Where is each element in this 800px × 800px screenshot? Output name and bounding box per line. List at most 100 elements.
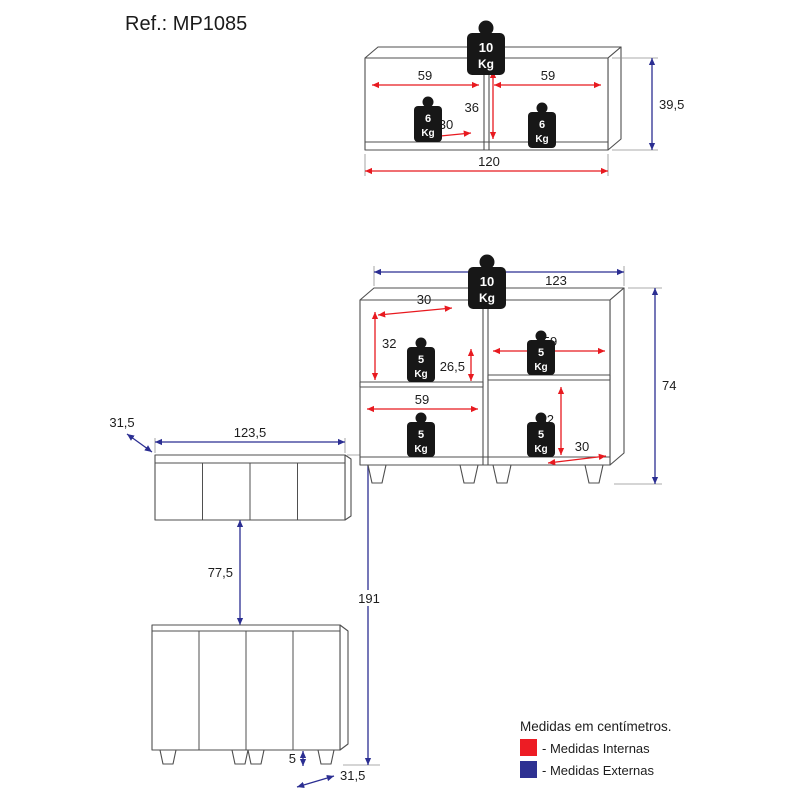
weight-unit: Kg xyxy=(534,362,547,373)
external-measure-swatch xyxy=(520,761,537,778)
weight-6kg-icon: 6 Kg xyxy=(528,102,556,148)
wall-unit-side-strip xyxy=(344,454,352,521)
base-cabinet-shelf-left xyxy=(359,381,484,388)
legend-internal-label: - Medidas Internas xyxy=(542,741,650,756)
dim-top-depth: 30 xyxy=(377,292,453,318)
dim-total-inner-width: 120 xyxy=(364,154,609,176)
weight-unit: Kg xyxy=(535,134,548,145)
weight-knob xyxy=(535,330,547,342)
dim-arrow xyxy=(377,305,453,318)
dim-label: 59 xyxy=(418,68,432,83)
weight-value: 5 xyxy=(538,347,544,359)
weight-body xyxy=(407,347,435,382)
elevation-views: 123,5 31,5 77,5 5 31,5 xyxy=(109,415,365,789)
dim-label: 59 xyxy=(541,68,555,83)
weight-knob xyxy=(415,337,427,349)
legend: Medidas em centímetros. - Medidas Intern… xyxy=(520,719,672,778)
dim-label: 191 xyxy=(358,591,380,606)
legend-external-label: - Medidas Externas xyxy=(542,763,654,778)
dim-label: 30 xyxy=(439,117,453,132)
weight-value: 6 xyxy=(425,113,431,125)
dim-label: 32 xyxy=(382,336,396,351)
weight-unit: Kg xyxy=(421,128,434,139)
dim-label: 31,5 xyxy=(340,768,365,783)
base-cabinet-foot xyxy=(459,464,479,484)
base-unit-foot xyxy=(247,749,265,765)
dim-upper-left-height: 32 xyxy=(371,312,396,380)
weight-10kg-icon: 10 Kg xyxy=(467,20,505,75)
base-cabinet-foot xyxy=(492,464,512,484)
dim-arrow xyxy=(296,774,335,789)
weight-knob xyxy=(479,254,495,270)
weight-body xyxy=(468,267,506,309)
internal-measure-swatch xyxy=(520,739,537,756)
weight-body xyxy=(528,112,556,148)
dim-inner-width-right: 59 xyxy=(494,68,601,89)
dim-label: 123,5 xyxy=(234,425,267,440)
weight-value: 5 xyxy=(418,354,424,366)
weight-5kg-icon: 5 Kg xyxy=(407,337,435,382)
weight-unit: Kg xyxy=(479,291,495,305)
base-unit-foot xyxy=(231,749,249,765)
base-cabinet-side-face xyxy=(609,287,625,466)
weight-5kg-icon: 5 Kg xyxy=(527,330,555,375)
dim-lower-left-width: 59 xyxy=(367,392,478,413)
weight-10kg-icon: 10 Kg xyxy=(468,254,506,309)
weight-5kg-icon: 5 Kg xyxy=(527,412,555,457)
base-cabinet-foot xyxy=(584,464,604,484)
weight-value: 5 xyxy=(418,429,424,441)
dim-outer-height: 74 xyxy=(614,287,676,485)
dim-shelf-gap: 26,5 xyxy=(440,349,475,381)
dim-foot-height: 5 xyxy=(289,751,307,766)
weight-body xyxy=(467,33,505,75)
dim-label: 30 xyxy=(575,439,589,454)
weight-value: 6 xyxy=(539,119,545,131)
base-unit-foot xyxy=(317,749,335,765)
weight-knob xyxy=(535,412,547,424)
dim-label: 120 xyxy=(478,154,500,169)
dim-label: 5 xyxy=(289,751,296,766)
dim-bottom-depth: 30 xyxy=(547,439,607,466)
wall-cabinet-side-face xyxy=(607,46,622,151)
dim-arrow xyxy=(547,453,607,466)
weight-body xyxy=(414,106,442,142)
dim-label: 31,5 xyxy=(109,415,134,430)
dim-label: 77,5 xyxy=(208,565,233,580)
legend-heading: Medidas em centímetros. xyxy=(520,719,672,734)
dim-wall-unit-width: 123,5 xyxy=(154,425,346,453)
dim-label: 30 xyxy=(417,292,431,307)
weight-knob xyxy=(422,96,434,108)
base-cabinet-shelf-right xyxy=(487,374,611,381)
weight-knob xyxy=(478,20,494,36)
dim-inner-height: 36 xyxy=(465,71,497,139)
base-cabinet-divider xyxy=(482,299,489,466)
weight-5kg-icon: 5 Kg xyxy=(407,412,435,457)
wall-cabinet-drawing: 59 59 36 30 120 39,5 10 xyxy=(364,20,684,176)
dim-total-height: 191 xyxy=(343,454,384,766)
dim-label: 26,5 xyxy=(440,359,465,374)
base-cabinet-foot xyxy=(367,464,387,484)
weight-unit: Kg xyxy=(414,444,427,455)
weight-unit: Kg xyxy=(478,57,494,71)
weight-unit: Kg xyxy=(534,444,547,455)
weight-unit: Kg xyxy=(414,369,427,380)
dim-label-backplate xyxy=(354,590,384,606)
dim-label: 59 xyxy=(415,392,429,407)
dim-label: 74 xyxy=(662,378,676,393)
weight-body xyxy=(407,422,435,457)
weight-body xyxy=(527,340,555,375)
dim-wall-to-base-gap: 77,5 xyxy=(208,520,244,625)
page-title: Ref.: MP1085 xyxy=(125,13,247,35)
weight-value: 10 xyxy=(479,40,493,55)
base-unit-side-strip xyxy=(339,624,349,751)
dim-arrow xyxy=(126,433,153,453)
dim-outer-height: 39,5 xyxy=(612,57,684,151)
dim-base-unit-depth: 31,5 xyxy=(296,768,365,789)
dim-inner-width-left: 59 xyxy=(372,68,479,89)
weight-knob xyxy=(536,102,548,114)
base-unit-foot xyxy=(159,749,177,765)
dim-wall-unit-depth: 31,5 xyxy=(109,415,153,453)
weight-knob xyxy=(415,412,427,424)
weight-value: 5 xyxy=(538,429,544,441)
